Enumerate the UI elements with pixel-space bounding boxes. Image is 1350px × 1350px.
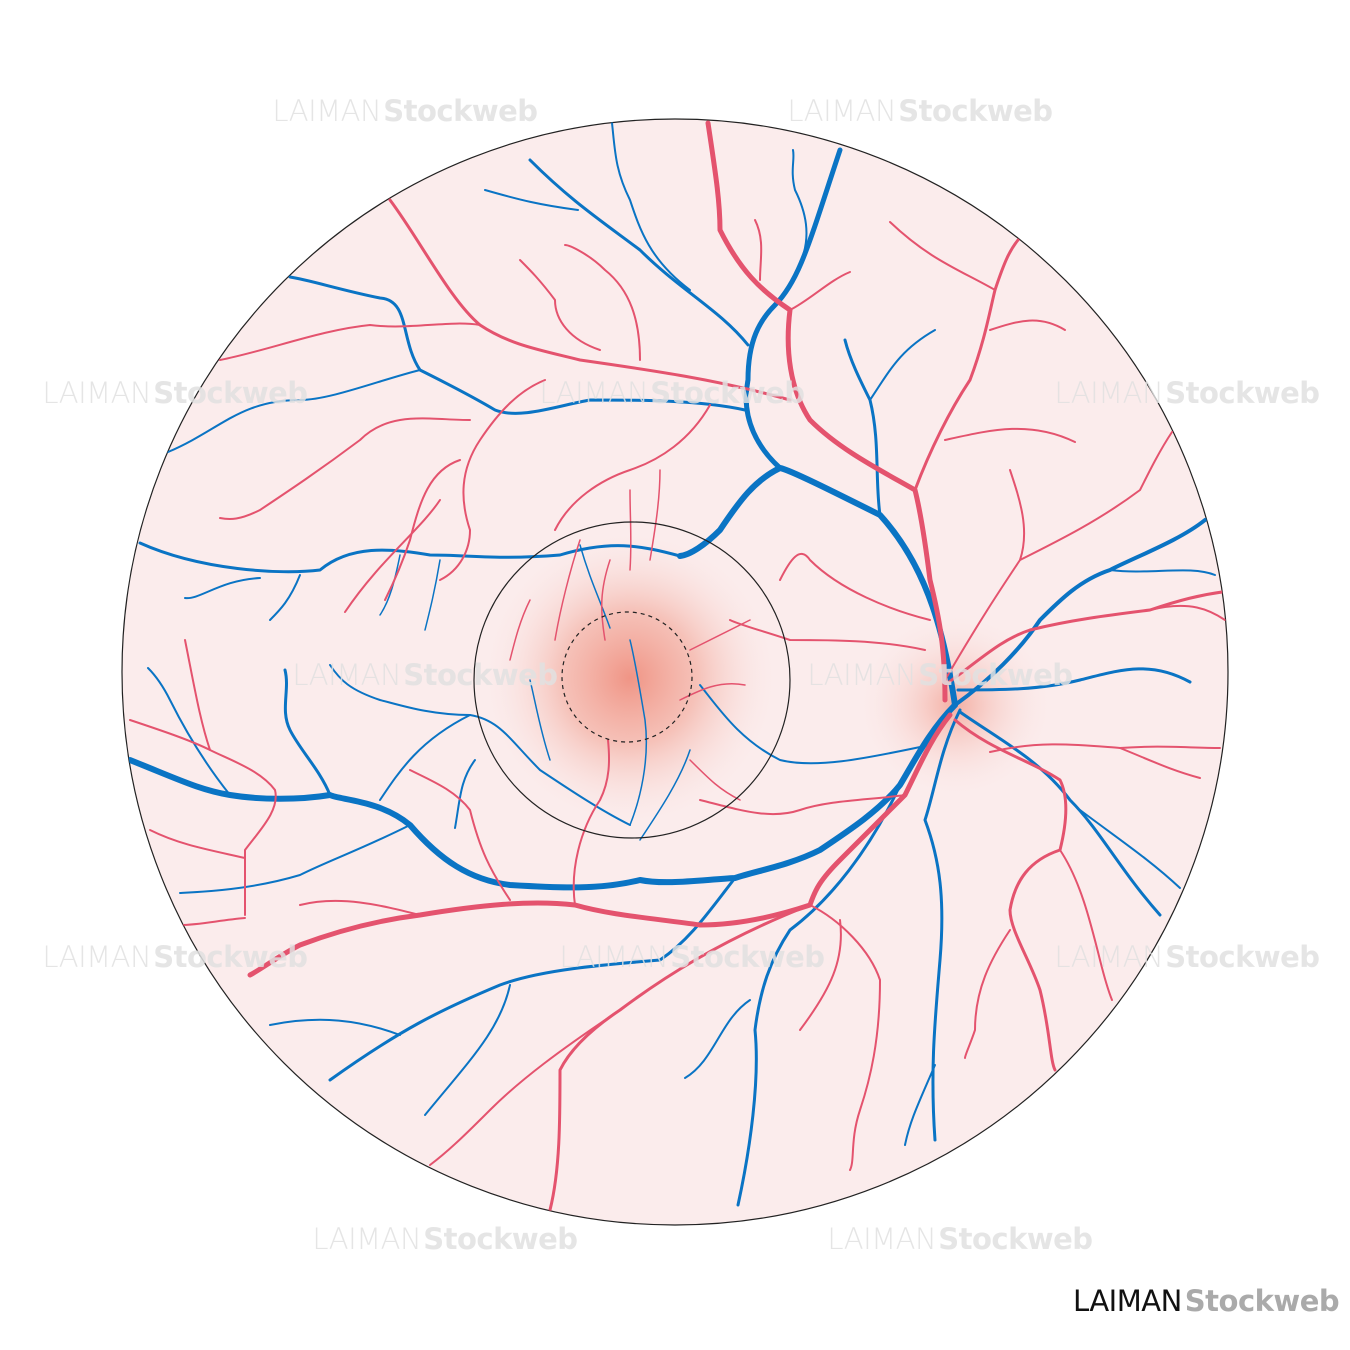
arteries [129,120,1226,1212]
watermark-product: Stockweb [670,940,825,974]
veins [127,122,1216,1207]
watermark: LAIMANStockweb [559,940,825,974]
watermark-product: Stockweb [918,658,1073,692]
watermark: LAIMANStockweb [807,658,1073,692]
watermark: LAIMANStockweb [42,940,308,974]
watermark-brand: LAIMAN [272,94,382,128]
watermark: LAIMANStockweb [292,658,558,692]
watermark: LAIMANStockweb [1054,940,1320,974]
macula-boundary [473,521,791,839]
watermark: LAIMANStockweb [272,94,538,128]
watermark: LAIMANStockweb [312,1222,578,1256]
watermark-brand: LAIMAN [1054,376,1164,410]
watermark-brand: LAIMAN [1054,940,1164,974]
watermark-product: Stockweb [1165,940,1320,974]
watermark-brand: LAIMAN [42,940,152,974]
watermark-brand: LAIMAN [787,94,897,128]
watermark-brand: LAIMAN [292,658,402,692]
watermark-product: Stockweb [650,376,805,410]
watermark-product: Stockweb [1165,376,1320,410]
watermark: LAIMANStockweb [787,94,1053,128]
watermark-brand: LAIMAN [559,940,669,974]
watermark-product: Stockweb [423,1222,578,1256]
watermark-product: Stockweb [153,376,308,410]
watermark: LAIMANStockweb [1054,376,1320,410]
watermark: LAIMANStockweb [827,1222,1093,1256]
watermark-brand: LAIMAN [539,376,649,410]
watermark-brand: LAIMAN [827,1222,937,1256]
watermark: LAIMANStockweb [42,376,308,410]
fovea-boundary [561,611,693,743]
watermark-product: Stockweb [938,1222,1093,1256]
logo-brand: LAIMAN [1073,1284,1182,1318]
watermark-product: Stockweb [383,94,538,128]
watermark-brand: LAIMAN [312,1222,422,1256]
macula-glow [480,528,780,828]
watermark-product: Stockweb [153,940,308,974]
watermark-product: Stockweb [403,658,558,692]
logo-product: Stockweb [1184,1284,1340,1318]
watermark: LAIMANStockweb [539,376,805,410]
watermark-brand: LAIMAN [807,658,917,692]
watermark-brand: LAIMAN [42,376,152,410]
watermark-product: Stockweb [898,94,1053,128]
